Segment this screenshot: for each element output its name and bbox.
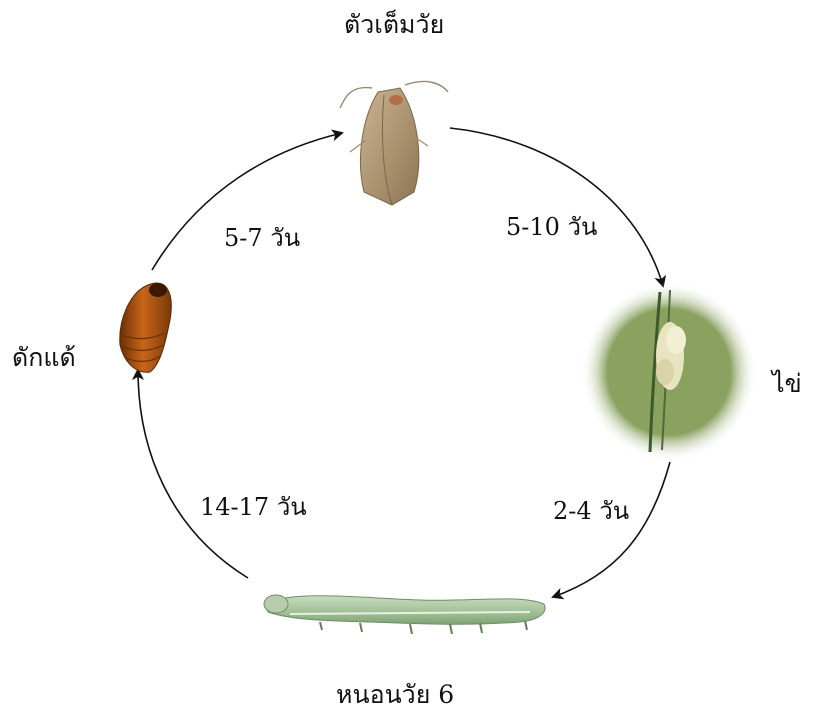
egg-image xyxy=(581,282,757,462)
larva-image xyxy=(264,595,545,634)
arrow-larva-to-pupa xyxy=(138,370,248,578)
stage-label-larva: หนอนวัย 6 xyxy=(336,680,454,710)
moth-image xyxy=(340,81,448,205)
stage-label-pupa: ดักแด้ xyxy=(12,343,76,373)
duration-larva-to-pupa: 14-17 วัน xyxy=(200,493,307,521)
arrow-adult-to-egg xyxy=(450,128,663,286)
duration-pupa-to-adult: 5-7 วัน xyxy=(224,224,300,252)
duration-adult-to-egg: 5-10 วัน xyxy=(506,213,597,241)
stage-label-adult: ตัวเต็มวัย xyxy=(344,10,444,40)
duration-egg-to-larva: 2-4 วัน xyxy=(553,497,629,525)
pupa-image xyxy=(120,283,172,372)
stage-label-egg: ไข่ xyxy=(772,369,802,399)
arrow-egg-to-larva xyxy=(553,462,670,597)
